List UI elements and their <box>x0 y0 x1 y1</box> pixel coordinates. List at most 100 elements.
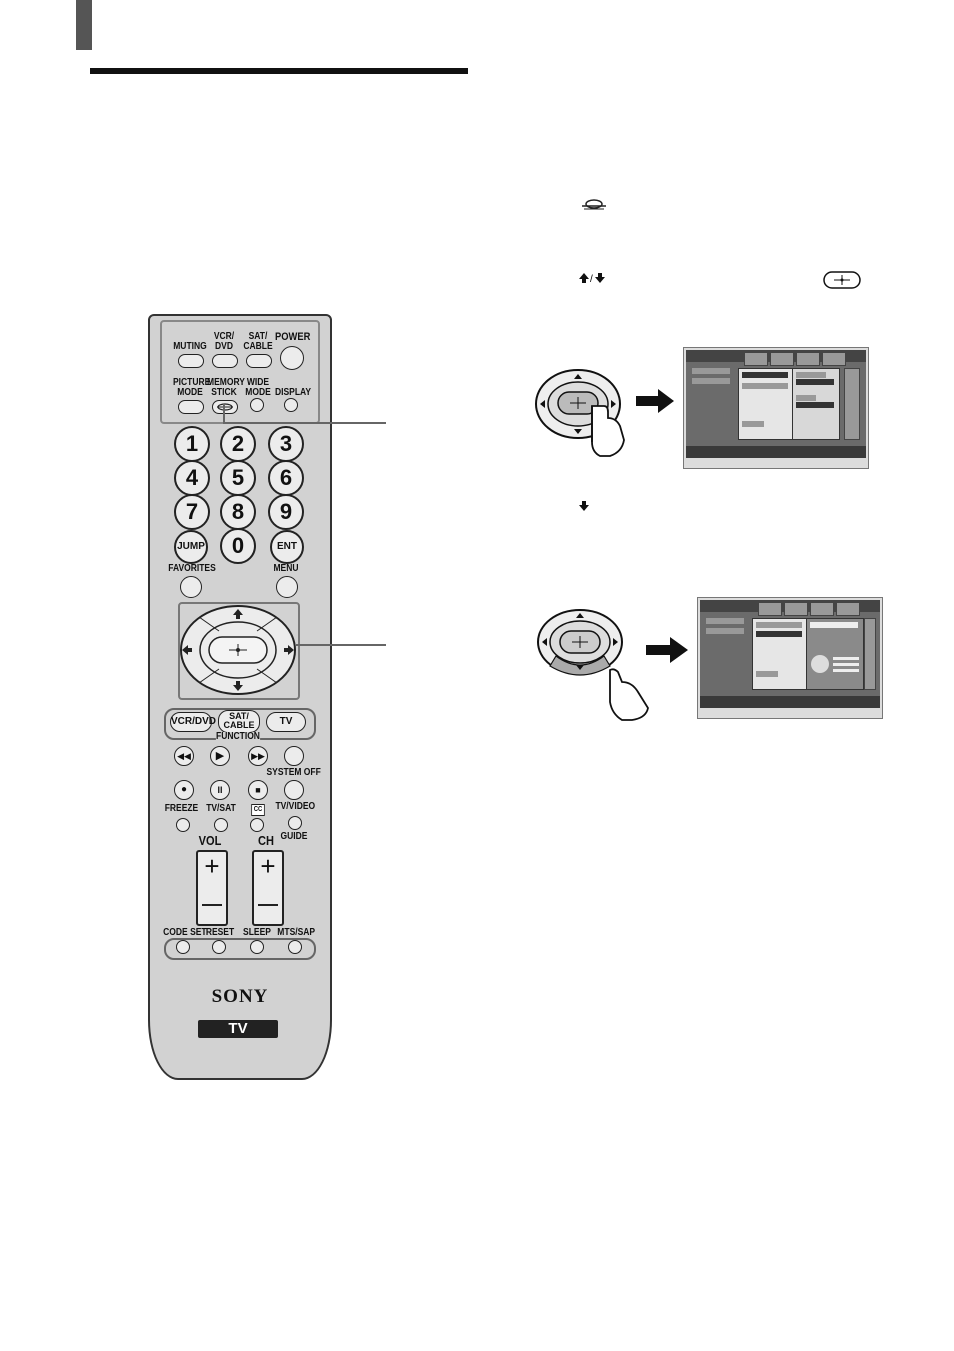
sat-cable-button[interactable] <box>246 354 272 368</box>
number-0-button[interactable]: 0 <box>220 528 256 564</box>
vcr-dvd-function-button[interactable]: VCR/DVD <box>170 712 216 732</box>
number-8-button[interactable]: 8 <box>220 494 256 530</box>
tv-sat-label: TV/SAT <box>206 803 236 814</box>
play-icon: ▶ <box>215 750 225 762</box>
guide-label: GUIDE <box>280 831 308 842</box>
screen-menu-item <box>833 663 859 666</box>
enter-button-icon <box>823 271 861 289</box>
mts-sap-button[interactable] <box>288 940 302 954</box>
volume-rocker[interactable]: + <box>196 850 228 926</box>
screen-menu-item <box>833 657 859 660</box>
power-label: POWER <box>275 331 311 343</box>
directional-pad[interactable] <box>179 603 299 699</box>
play-button[interactable]: ▶ <box>210 746 230 766</box>
transport-extra-button[interactable] <box>284 746 304 766</box>
system-off-button[interactable] <box>284 780 304 800</box>
sleep-button[interactable] <box>250 940 264 954</box>
memory-stick-button[interactable] <box>212 400 238 414</box>
wide-mode-button[interactable] <box>250 398 264 412</box>
sony-logo: SONY <box>211 986 269 1007</box>
sleep-label: SLEEP <box>243 927 271 938</box>
number-4-button[interactable]: 4 <box>174 460 210 496</box>
rewind-icon: ◀◀ <box>177 751 191 761</box>
freeze-button[interactable] <box>176 818 190 832</box>
thumbnail <box>796 352 820 366</box>
pause-button[interactable]: II <box>210 780 230 800</box>
menu-button[interactable] <box>276 576 298 598</box>
cc-label: CC <box>251 804 265 816</box>
stop-button[interactable]: ■ <box>248 780 268 800</box>
vol-label: VOL <box>198 833 222 848</box>
code-set-button[interactable] <box>176 940 190 954</box>
system-off-label: SYSTEM OFF <box>266 767 321 778</box>
reset-label: RESET <box>205 927 235 938</box>
memory-stick-callout-stem <box>223 404 225 424</box>
svg-text:/: / <box>590 274 593 284</box>
screen-menu-item <box>756 671 778 677</box>
screen-menu-item <box>742 372 788 378</box>
joystick-down-diagram <box>537 609 649 721</box>
favorites-label: FAVORITES <box>168 563 216 574</box>
screen-menu-item <box>810 622 858 628</box>
screen-menu-item <box>706 628 744 634</box>
number-5-button[interactable]: 5 <box>220 460 256 496</box>
thumbnail <box>836 602 860 616</box>
tv-screen-menu-2 <box>697 597 883 719</box>
number-7-button[interactable]: 7 <box>174 494 210 530</box>
fast-forward-icon: ▶▶ <box>251 751 265 761</box>
bottom-button-panel <box>164 938 316 960</box>
pause-icon: II <box>217 785 223 795</box>
memory-stick-icon <box>582 199 606 210</box>
screen-menu-item <box>706 618 744 624</box>
number-6-button[interactable]: 6 <box>268 460 304 496</box>
muting-button[interactable] <box>178 354 204 368</box>
number-9-button[interactable]: 9 <box>268 494 304 530</box>
power-button[interactable] <box>280 346 304 370</box>
fast-forward-button[interactable]: ▶▶ <box>248 746 268 766</box>
rewind-button[interactable]: ◀◀ <box>174 746 194 766</box>
tv-sat-button[interactable] <box>214 818 228 832</box>
remote-control-illustration: MUTING VCR/ DVD SAT/ CABLE POWER PICTURE… <box>148 314 332 1080</box>
record-button[interactable]: ● <box>174 780 194 800</box>
picture-mode-label: PICTURE MODE <box>173 377 211 398</box>
thumbnail <box>770 352 794 366</box>
section-tab-marker <box>76 0 92 50</box>
screen-status-bar <box>700 708 880 716</box>
screen-menu-item <box>833 669 859 672</box>
sat-cable-function-button[interactable]: SAT/ CABLE <box>218 710 260 733</box>
right-arrow-2 <box>646 637 688 663</box>
screen-popup-menu <box>752 618 808 690</box>
joystick-press-diagram <box>535 369 625 457</box>
menu-label: MENU <box>273 563 299 574</box>
display-label: DISPLAY <box>275 387 312 398</box>
tv-badge: TV <box>198 1020 278 1038</box>
cc-button[interactable] <box>250 818 264 832</box>
picture-mode-button[interactable] <box>178 400 204 414</box>
screen-menu-item <box>692 368 730 374</box>
tv-video-label: TV/VIDEO <box>275 801 316 812</box>
navigation-panel <box>178 602 300 700</box>
capacity-pie-icon <box>811 655 829 673</box>
tv-function-button[interactable]: TV <box>266 712 306 732</box>
wide-mode-label: WIDE MODE <box>245 377 271 398</box>
volume-down-icon <box>202 904 222 906</box>
favorites-button[interactable] <box>180 576 202 598</box>
screen-status-bar <box>686 458 866 466</box>
number-1-button[interactable]: 1 <box>174 426 210 462</box>
ent-button[interactable]: ENT <box>270 530 304 564</box>
tv-video-button[interactable] <box>288 816 302 830</box>
ch-label: CH <box>258 833 274 848</box>
thumbnail <box>810 602 834 616</box>
display-button[interactable] <box>284 398 298 412</box>
thumbnail <box>822 352 846 366</box>
number-2-button[interactable]: 2 <box>220 426 256 462</box>
heading-rule <box>90 68 468 74</box>
number-3-button[interactable]: 3 <box>268 426 304 462</box>
screen-side-thumbnails <box>844 368 860 440</box>
vcr-dvd-button[interactable] <box>212 354 238 368</box>
reset-button[interactable] <box>212 940 226 954</box>
jump-button[interactable]: JUMP <box>174 530 208 564</box>
screen-menu-item <box>796 395 816 401</box>
channel-down-icon <box>258 904 278 906</box>
channel-rocker[interactable]: + <box>252 850 284 926</box>
